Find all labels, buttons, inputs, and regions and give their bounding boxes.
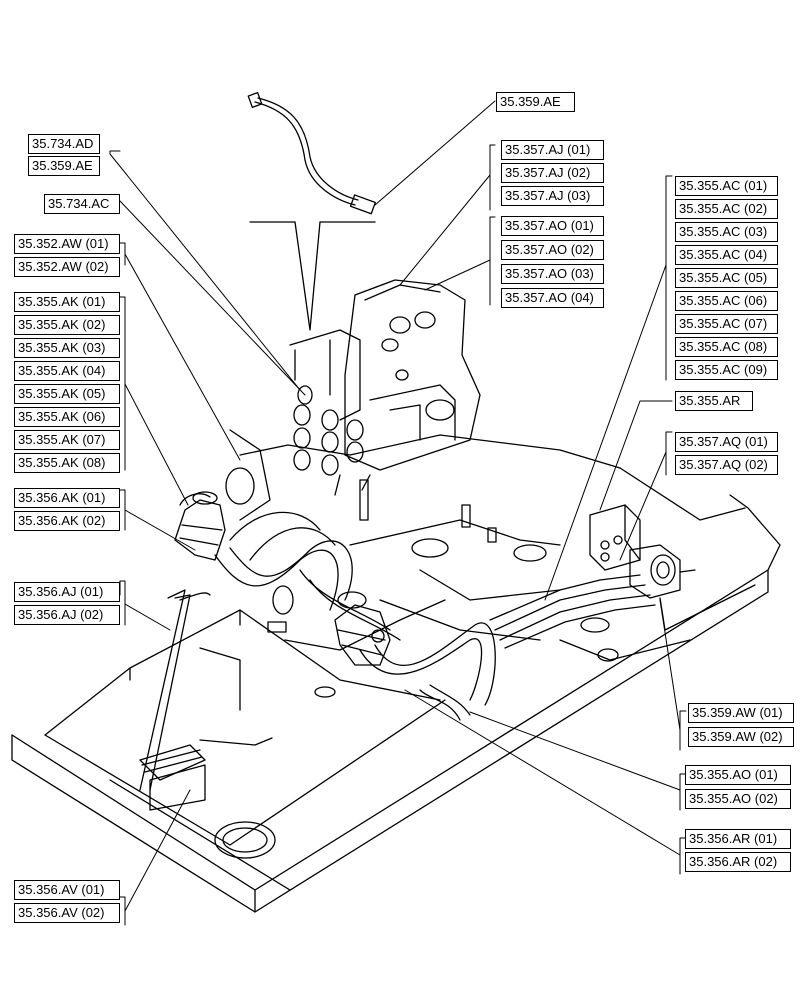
callout-35-357-ao-01[interactable]: 35.357.AO (01) (501, 216, 604, 236)
callout-35-355-ao-02[interactable]: 35.355.AO (02) (685, 789, 791, 809)
callout-35-356-ak-01[interactable]: 35.356.AK (01) (14, 488, 120, 508)
left-joystick (174, 491, 226, 561)
callout-35-357-ao-03[interactable]: 35.357.AO (03) (501, 264, 604, 284)
callout-35-355-ao-01[interactable]: 35.355.AO (01) (685, 765, 791, 785)
callout-35-352-aw-01[interactable]: 35.352.AW (01) (14, 234, 120, 254)
callout-35-357-ao-04[interactable]: 35.357.AO (04) (501, 288, 604, 308)
top-hose (247, 92, 376, 215)
callout-35-356-av-02[interactable]: 35.356.AV (02) (14, 903, 120, 923)
callout-35-355-ar[interactable]: 35.355.AR (675, 391, 753, 411)
callout-35-355-ak-06[interactable]: 35.355.AK (06) (14, 407, 120, 427)
callout-35-357-ao-02[interactable]: 35.357.AO (02) (501, 240, 604, 260)
leader-lines (109, 100, 687, 926)
callout-35-359-ae[interactable]: 35.359.AE (28, 156, 100, 176)
callout-35-355-ac-01[interactable]: 35.355.AC (01) (675, 176, 778, 196)
callout-35-355-ac-07[interactable]: 35.355.AC (07) (675, 314, 778, 334)
callout-35-734-ad[interactable]: 35.734.AD (28, 134, 100, 154)
callout-35-357-aj-02[interactable]: 35.357.AJ (02) (501, 163, 604, 183)
callout-35-359-ae[interactable]: 35.359.AE (496, 92, 575, 112)
callout-35-355-ac-03[interactable]: 35.355.AC (03) (675, 222, 778, 242)
callout-35-355-ak-07[interactable]: 35.355.AK (07) (14, 430, 120, 450)
detail-pointer (249, 221, 376, 331)
callout-35-355-ak-03[interactable]: 35.355.AK (03) (14, 338, 120, 358)
travel-levers (139, 589, 273, 811)
right-solenoid-valve (589, 504, 756, 631)
callout-35-355-ak-02[interactable]: 35.355.AK (02) (14, 315, 120, 335)
callout-35-357-aj-01[interactable]: 35.357.AJ (01) (501, 140, 604, 160)
callout-35-356-ar-02[interactable]: 35.356.AR (02) (685, 852, 791, 872)
callout-35-357-aj-03[interactable]: 35.357.AJ (03) (501, 186, 604, 206)
callout-35-355-ac-08[interactable]: 35.355.AC (08) (675, 337, 778, 357)
callout-35-356-ar-01[interactable]: 35.356.AR (01) (685, 829, 791, 849)
callout-35-355-ac-06[interactable]: 35.355.AC (06) (675, 291, 778, 311)
callout-35-356-av-01[interactable]: 35.356.AV (01) (14, 880, 120, 900)
cab-floor-plate (11, 429, 781, 913)
callout-35-355-ak-01[interactable]: 35.355.AK (01) (14, 292, 120, 312)
callout-35-357-aq-01[interactable]: 35.357.AQ (01) (675, 432, 778, 452)
right-joystick (334, 591, 391, 666)
callout-35-355-ac-05[interactable]: 35.355.AC (05) (675, 268, 778, 288)
callout-35-355-ak-05[interactable]: 35.355.AK (05) (14, 384, 120, 404)
control-valve-block (289, 279, 481, 496)
callout-35-357-aq-02[interactable]: 35.357.AQ (02) (675, 455, 778, 475)
callout-35-355-ac-09[interactable]: 35.355.AC (09) (675, 360, 778, 380)
hydraulic-hoses (214, 511, 656, 721)
callout-35-355-ak-08[interactable]: 35.355.AK (08) (14, 453, 120, 473)
callout-35-734-ac[interactable]: 35.734.AC (44, 194, 120, 214)
callout-35-355-ac-04[interactable]: 35.355.AC (04) (675, 245, 778, 265)
callout-35-355-ac-02[interactable]: 35.355.AC (02) (675, 199, 778, 219)
callout-35-356-ak-02[interactable]: 35.356.AK (02) (14, 511, 120, 531)
callout-35-359-aw-01[interactable]: 35.359.AW (01) (688, 703, 794, 723)
callout-35-355-ak-04[interactable]: 35.355.AK (04) (14, 361, 120, 381)
callout-35-356-aj-01[interactable]: 35.356.AJ (01) (14, 582, 120, 602)
callout-35-359-aw-02[interactable]: 35.359.AW (02) (688, 727, 794, 747)
callout-35-352-aw-02[interactable]: 35.352.AW (02) (14, 257, 120, 277)
callout-35-356-aj-02[interactable]: 35.356.AJ (02) (14, 605, 120, 625)
